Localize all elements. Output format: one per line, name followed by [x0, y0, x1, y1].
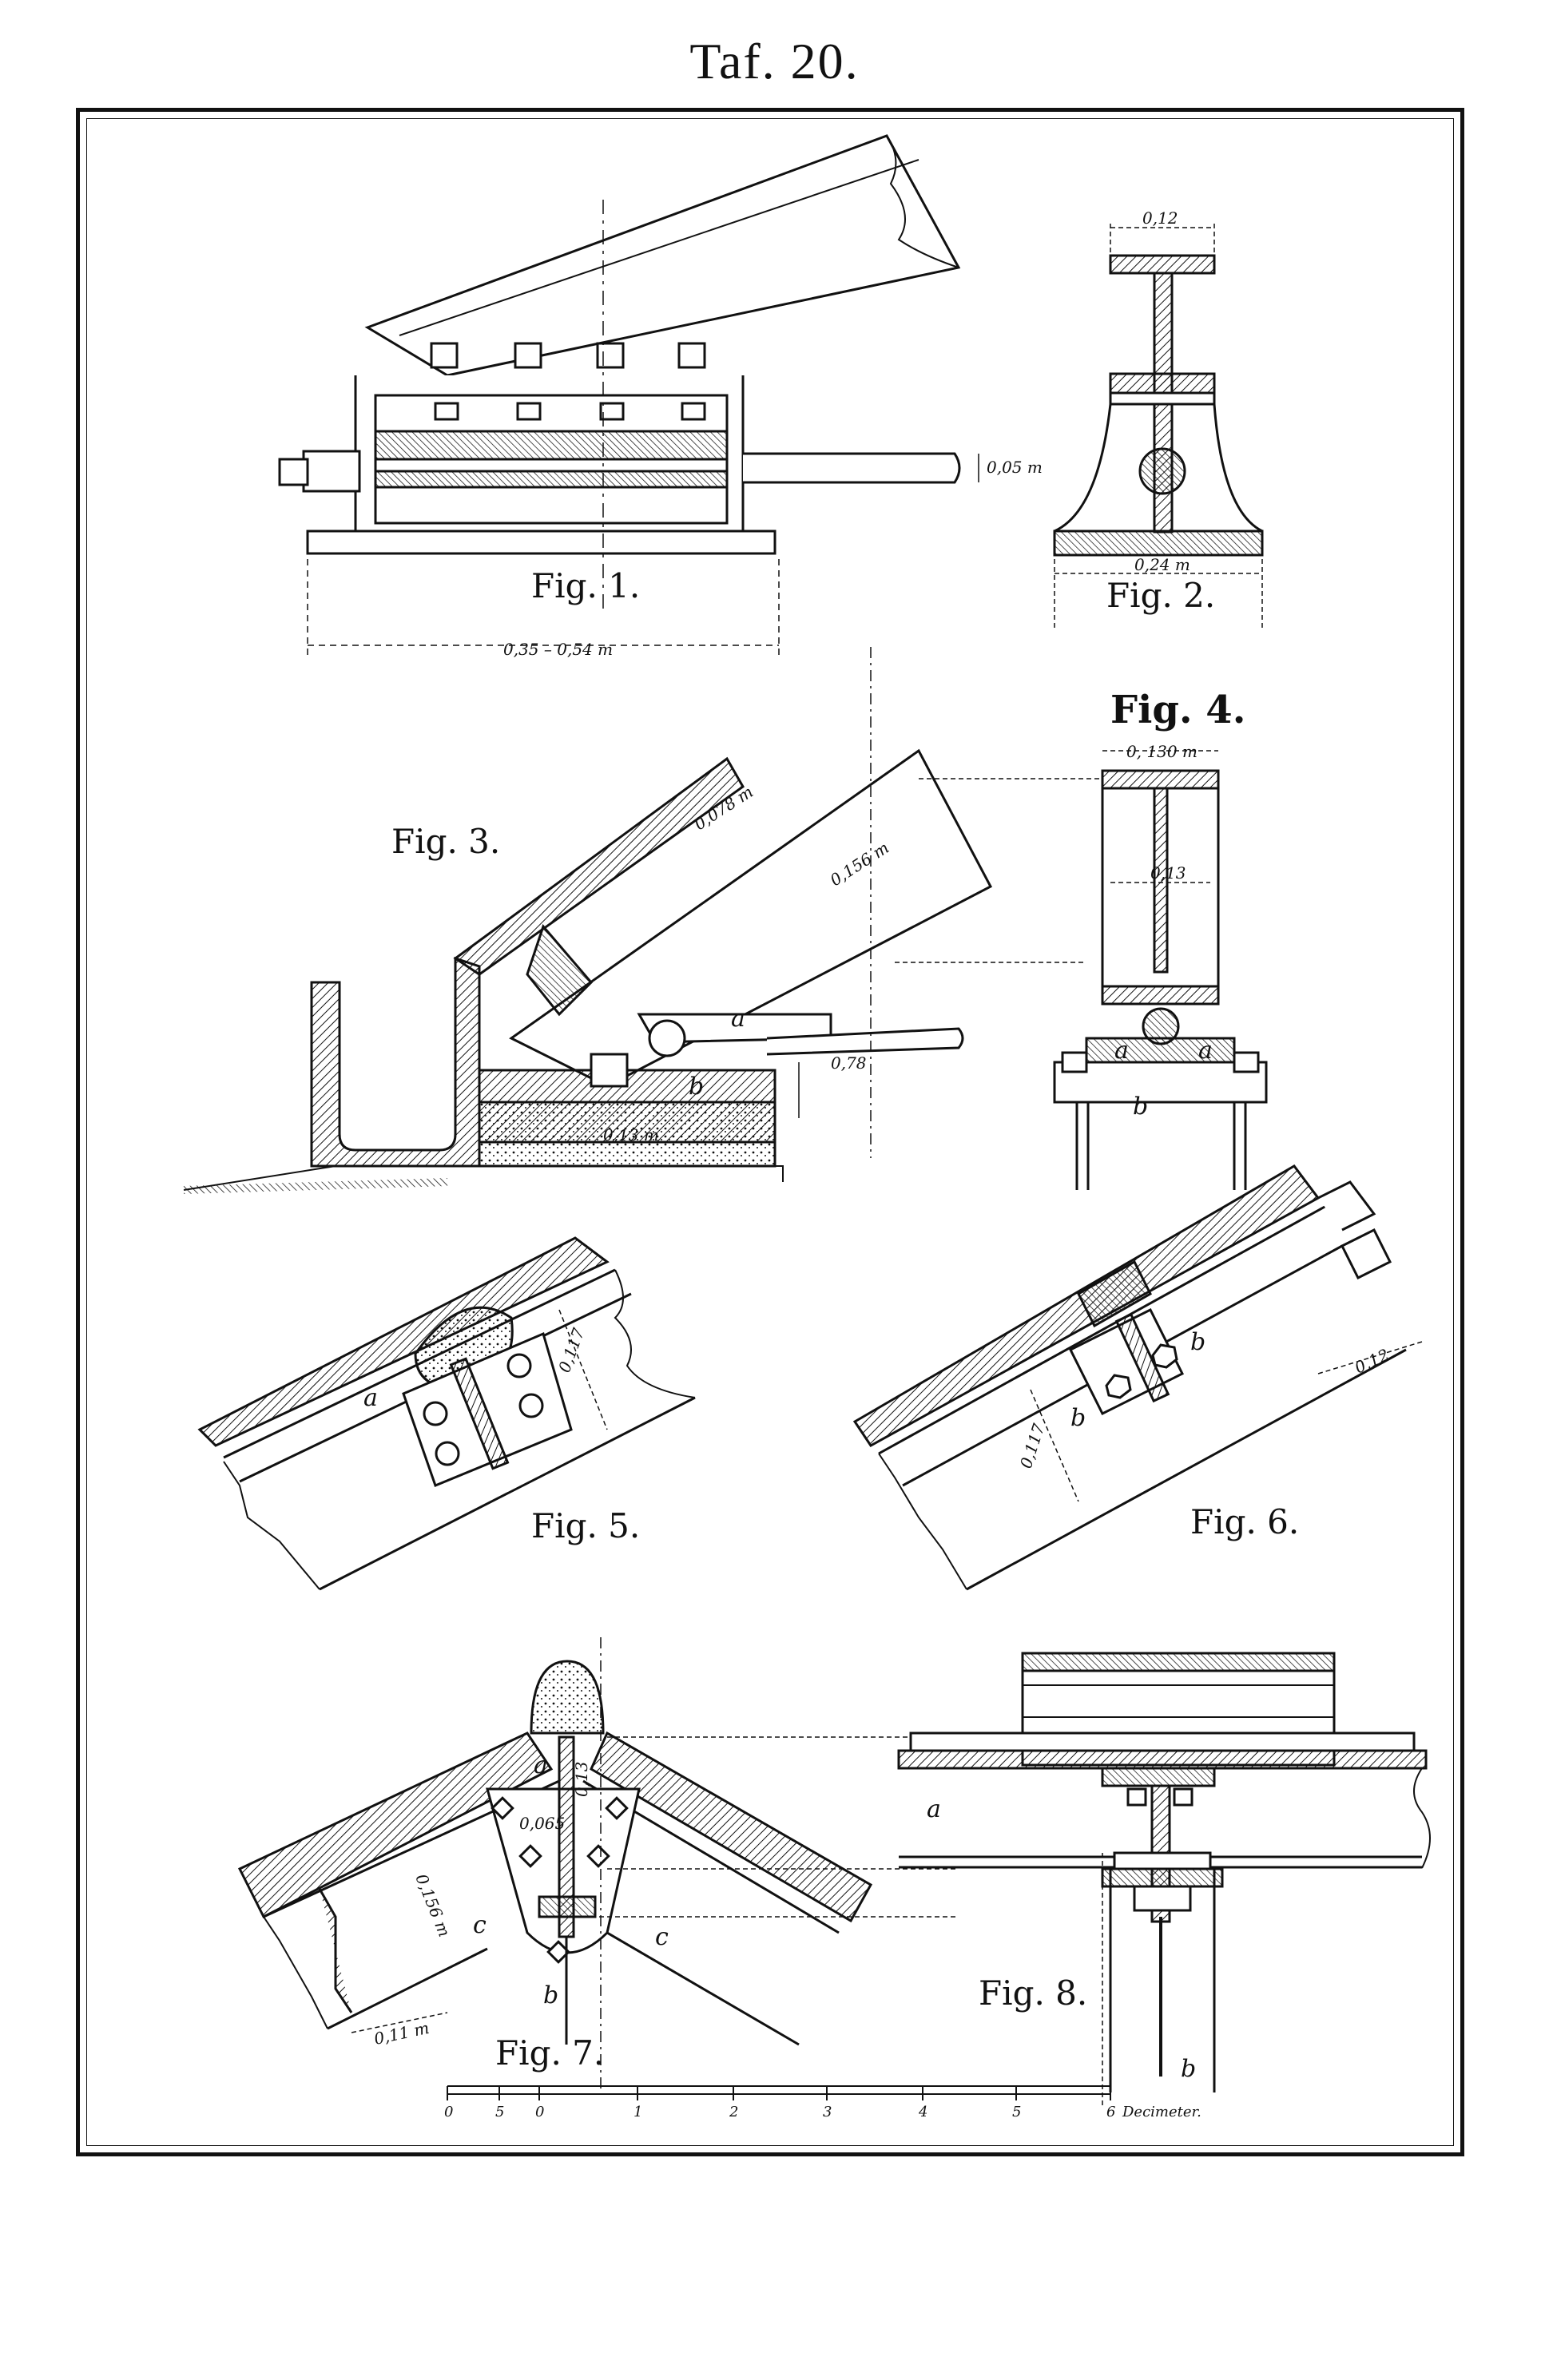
figure-8 — [897, 1652, 1431, 2108]
fig8-letter-b: b — [1181, 2055, 1196, 2083]
fig1-label: Fig. 1. — [531, 566, 640, 605]
fig5-letter-a: a — [363, 1384, 378, 1412]
fig7-letter-b: b — [543, 1981, 558, 2009]
scale-tick-5b: 5 — [1012, 2104, 1021, 2120]
plate-frame-inner — [86, 118, 1454, 2146]
figure-2 — [1053, 224, 1264, 631]
fig4-letter-a2: a — [1198, 1037, 1213, 1065]
scale-tick-1: 1 — [634, 2104, 642, 2120]
fig3-dim-c: 0,78 — [831, 1053, 867, 1073]
fig1-dim-rod: 0,05 m — [987, 458, 1043, 477]
fig4-letter-b: b — [1133, 1093, 1148, 1121]
fig4-dim-web: 0,13 — [1150, 863, 1186, 883]
plate-title: Taf. 20. — [689, 33, 860, 89]
scale-tick-0a: 0 — [444, 2104, 453, 2120]
scale-unit: Decimeter. — [1122, 2104, 1201, 2120]
fig2-dim-base: 0,24 m — [1134, 555, 1190, 574]
fig4-label: Fig. 4. — [1110, 688, 1245, 732]
plate-frame-outer — [76, 108, 1464, 2156]
figure-6 — [852, 1164, 1423, 1591]
fig8-label: Fig. 8. — [979, 1973, 1087, 2013]
fig3-letter-a: a — [731, 1005, 745, 1033]
figure-1 — [278, 134, 979, 655]
fig7-dim-c: 0,065 — [519, 1814, 565, 1833]
fig6-dim-b: 0,12 — [1352, 1345, 1392, 1378]
scale-tick-4: 4 — [918, 2104, 927, 2120]
fig5-label: Fig. 5. — [531, 1506, 640, 1545]
fig3-letter-b: b — [689, 1073, 704, 1101]
scale-tick-2: 2 — [729, 2104, 738, 2120]
scale-tick-6: 6 — [1106, 2104, 1115, 2120]
fig6-dim-a: 0,117 — [1016, 1421, 1049, 1470]
figure-4 — [1053, 750, 1268, 1190]
fig7-letter-c1: c — [473, 1911, 487, 1939]
figure-5 — [197, 1236, 696, 1591]
fig7-label: Fig. 7. — [495, 2033, 604, 2073]
fig3-label: Fig. 3. — [391, 822, 500, 861]
fig4-dim-top: 0, 130 m — [1126, 742, 1197, 761]
scale-tick-0b: 0 — [535, 2104, 544, 2120]
scale-tick-5: 5 — [495, 2104, 504, 2120]
fig6-label: Fig. 6. — [1190, 1502, 1299, 1541]
fig3-dim-d: 0,13 m — [603, 1125, 659, 1144]
fig5-dim: 0,117 — [554, 1325, 588, 1374]
fig2-dim-top: 0,12 — [1142, 208, 1178, 228]
fig2-label: Fig. 2. — [1106, 576, 1215, 615]
fig6-letter-b2: b — [1070, 1404, 1086, 1432]
fig7-letter-c2: c — [655, 1923, 669, 1951]
fig1-dim-base: 0,35 – 0,54 m — [503, 640, 613, 659]
scale-bar — [447, 2085, 1111, 2100]
fig8-letter-a: a — [927, 1795, 941, 1823]
fig4-letter-a1: a — [1114, 1037, 1129, 1065]
fig7-dim-b: 0,13 — [572, 1761, 591, 1797]
fig6-letter-b1: b — [1190, 1328, 1205, 1356]
figure-3 — [183, 647, 1086, 1194]
scale-tick-3: 3 — [823, 2104, 832, 2120]
figure-7 — [237, 1637, 959, 2092]
fig7-letter-a: a — [534, 1751, 548, 1779]
fig7-dim-a: 0,156 m — [411, 1871, 454, 1940]
